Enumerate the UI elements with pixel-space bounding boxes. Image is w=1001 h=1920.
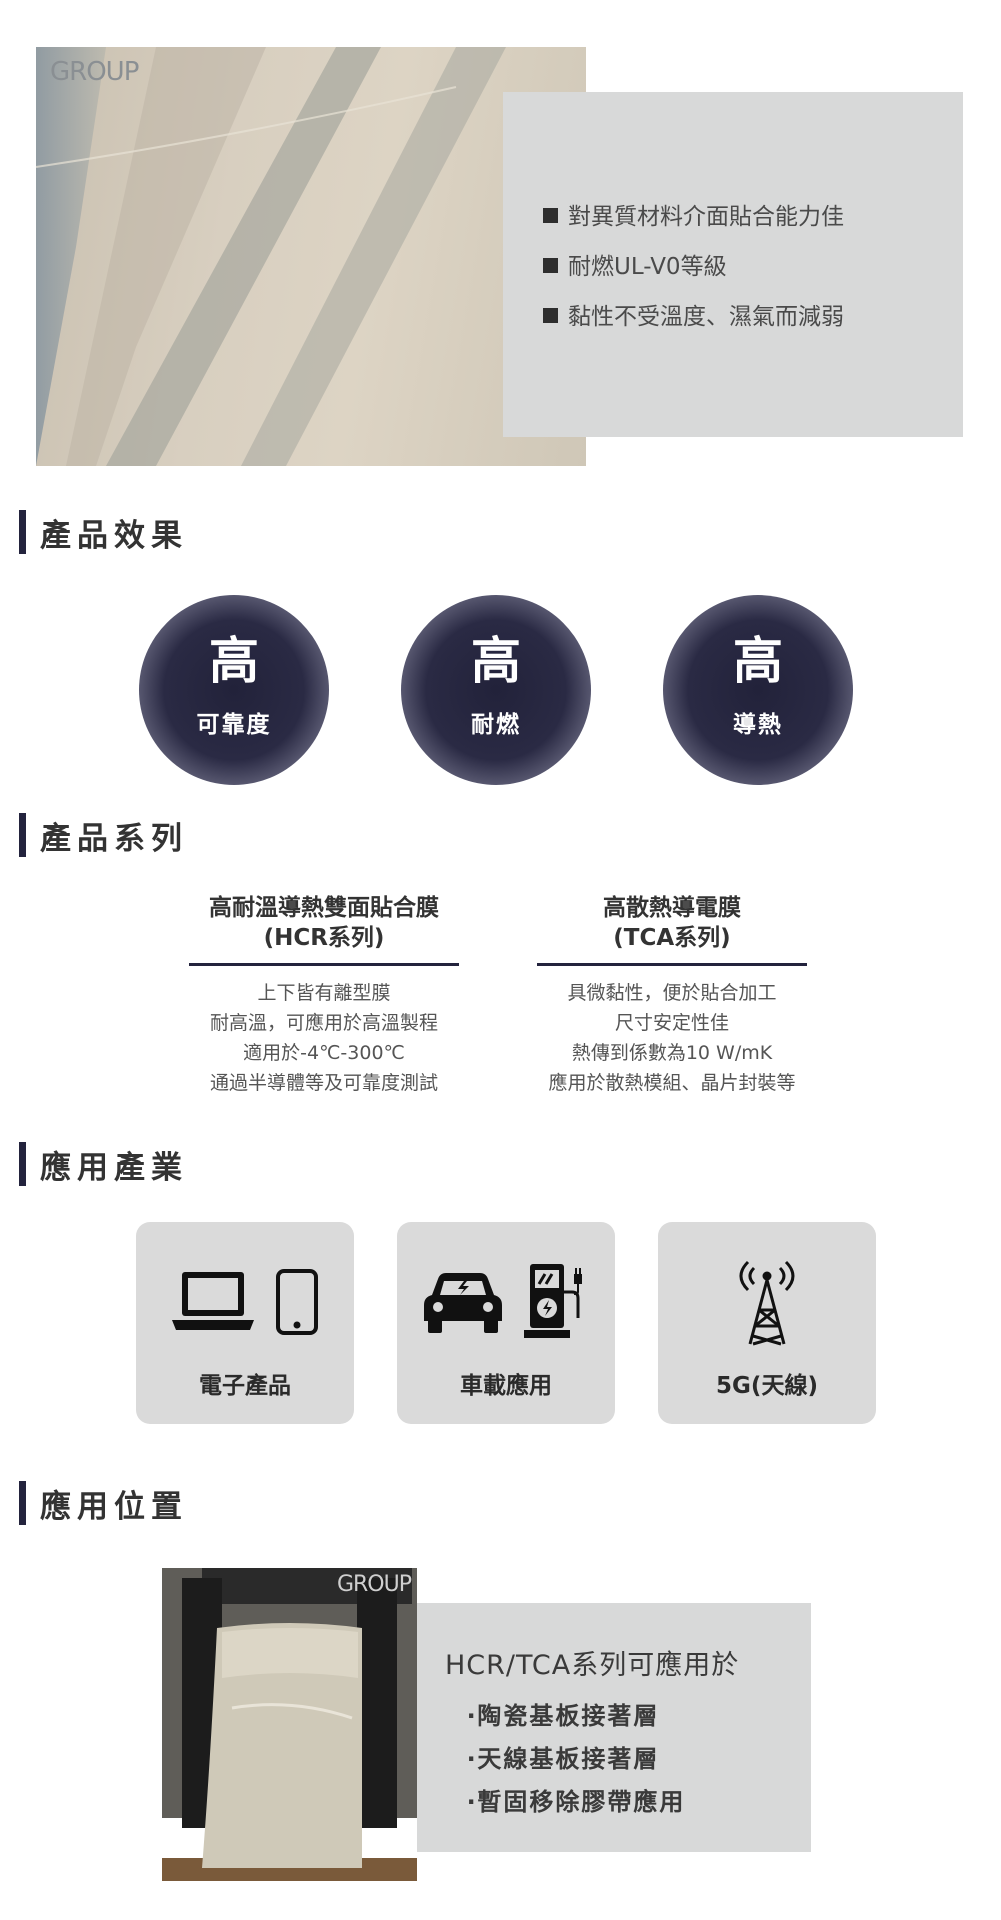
section-heading-series: 產品系列 [19, 813, 188, 857]
section-title: 產品效果 [40, 517, 188, 554]
effect-circle-thermal: 高 導熱 [663, 595, 853, 785]
section-title: 應用產業 [40, 1149, 188, 1186]
series-divider [537, 963, 807, 966]
series-tca: 高散熱導電膜 (TCA系列) 具微黏性，便於貼合加工 尺寸安定性佳 熱傳到係數為… [527, 893, 817, 1098]
application-item: ‧暫固移除膠帶應用 [467, 1788, 686, 1816]
laptop-icon [172, 1272, 254, 1330]
series-divider [189, 963, 459, 966]
film-strips-illustration [36, 47, 506, 466]
series-title: 高散熱導電膜 [603, 895, 741, 921]
industry-card-5g: 5G(天線) [658, 1222, 876, 1424]
feature-item: 對異質材料介面貼合能力佳 [543, 192, 844, 242]
ev-charger-icon [524, 1264, 582, 1338]
section-title: 產品系列 [40, 820, 188, 857]
section-heading-industries: 應用產業 [19, 1142, 188, 1186]
phone-icon [276, 1269, 318, 1335]
film-roll-illustration [162, 1568, 417, 1881]
section-heading-effects: 產品效果 [19, 510, 188, 554]
feature-item: 黏性不受溫度、濕氣而減弱 [543, 292, 844, 342]
feature-list: 對異質材料介面貼合能力佳 耐燃UL-V0等級 黏性不受溫度、濕氣而減弱 [543, 192, 844, 342]
industry-card-automotive: 車載應用 [397, 1222, 615, 1424]
hero-feature-panel: 對異質材料介面貼合能力佳 耐燃UL-V0等級 黏性不受溫度、濕氣而減弱 [503, 92, 963, 437]
section-title: 應用位置 [40, 1488, 188, 1525]
group-logo: GROUP [336, 1572, 412, 1597]
application-panel: HCR/TCA系列可應用於 ‧陶瓷基板接著層 ‧天線基板接著層 ‧暫固移除膠帶應… [417, 1603, 811, 1852]
industry-card-electronics: 電子產品 [136, 1222, 354, 1424]
square-bullet-icon [543, 208, 558, 223]
heading-bar [19, 510, 26, 554]
series-subtitle: (HCR系列) [263, 925, 385, 951]
heading-bar [19, 1481, 26, 1525]
section-heading-position: 應用位置 [19, 1481, 188, 1525]
effect-circle-reliability: 高 可靠度 [139, 595, 329, 785]
hero-product-photo: GROUP [36, 47, 586, 466]
application-item: ‧陶瓷基板接著層 [467, 1702, 660, 1730]
square-bullet-icon [543, 258, 558, 273]
group-logo: GROUP [50, 57, 139, 87]
series-subtitle: (TCA系列) [613, 925, 731, 951]
feature-item: 耐燃UL-V0等級 [543, 242, 844, 292]
heading-bar [19, 813, 26, 857]
application-intro: HCR/TCA系列可應用於 [445, 1650, 740, 1681]
series-hcr: 高耐溫導熱雙面貼合膜 (HCR系列) 上下皆有離型膜 耐高溫，可應用於高溫製程 … [179, 893, 469, 1098]
application-item: ‧天線基板接著層 [467, 1745, 660, 1773]
application-list: ‧陶瓷基板接著層 ‧天線基板接著層 ‧暫固移除膠帶應用 [467, 1695, 685, 1824]
card-label: 電子產品 [199, 1373, 291, 1399]
heading-bar [19, 1142, 26, 1186]
square-bullet-icon [543, 308, 558, 323]
card-label: 車載應用 [460, 1373, 552, 1399]
application-photo: GROUP [162, 1568, 417, 1881]
effect-circle-flame: 高 耐燃 [401, 595, 591, 785]
series-title: 高耐溫導熱雙面貼合膜 [209, 895, 439, 921]
card-label: 5G(天線) [716, 1373, 818, 1399]
antenna-tower-icon [739, 1260, 795, 1346]
car-icon [424, 1273, 502, 1333]
